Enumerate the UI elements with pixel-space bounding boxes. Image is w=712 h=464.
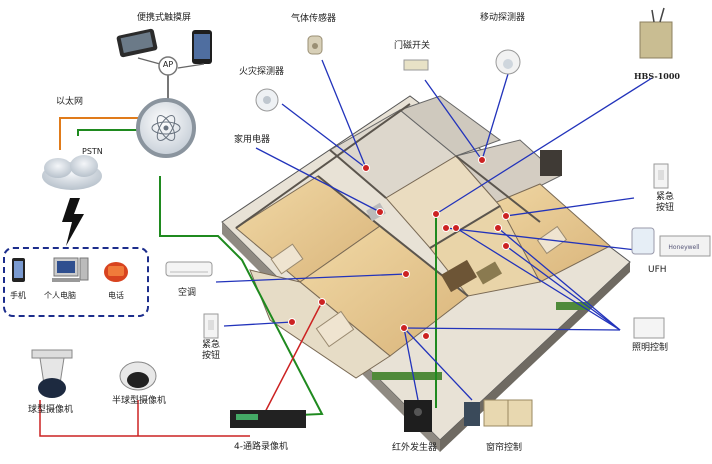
hbs-label: HBS-1000 bbox=[634, 72, 680, 81]
emergency-button-right-label: 紧急 按钮 bbox=[655, 192, 675, 214]
door-magnet-device bbox=[404, 60, 428, 70]
internet-cloud bbox=[42, 155, 102, 190]
ir-emitter-device bbox=[404, 400, 432, 432]
half-dome-camera-device bbox=[120, 362, 156, 390]
ufh-label: UFH bbox=[648, 266, 667, 276]
client-devices-box bbox=[3, 247, 149, 317]
dome-camera-label: 球型摄像机 bbox=[28, 406, 73, 416]
central-hub bbox=[138, 100, 194, 156]
fire-detector-device bbox=[256, 89, 278, 111]
lighting-label: 照明控制 bbox=[632, 344, 668, 354]
dvr-device bbox=[230, 410, 306, 428]
svg-text:Honeywell: Honeywell bbox=[668, 244, 699, 251]
lighting-control-device bbox=[634, 318, 664, 338]
floor-plan bbox=[222, 96, 630, 452]
emergency-button-left bbox=[204, 314, 218, 338]
curtain-label: 窗帘控制 bbox=[486, 444, 522, 454]
dome-camera-device bbox=[32, 350, 72, 398]
pstn-label: PSTN bbox=[82, 148, 103, 157]
gas-sensor-device bbox=[308, 36, 322, 54]
dvr-label: 4-通路录像机 bbox=[234, 443, 288, 453]
ethernet-label: 以太网 bbox=[56, 98, 83, 108]
ir-emitter-label: 红外发生器 bbox=[392, 444, 437, 454]
aircon-label: 空调 bbox=[178, 289, 196, 299]
ufh-device: Honeywell bbox=[632, 228, 710, 256]
lightning-icon bbox=[62, 198, 84, 246]
aircon-device bbox=[166, 262, 212, 276]
gas-detector-label: 气体传感器 bbox=[291, 15, 336, 25]
half-dome-camera-label: 半球型摄像机 bbox=[112, 397, 166, 407]
ap-label: AP bbox=[163, 61, 173, 70]
fire-detector-label: 火灾探测器 bbox=[239, 68, 284, 78]
motion-detector-label: 移动探测器 bbox=[480, 14, 525, 24]
touchscreen-label: 便携式触摸屏 bbox=[137, 14, 191, 24]
motion-detector-device bbox=[496, 50, 520, 74]
appliance-label: 家用电器 bbox=[234, 136, 270, 146]
door-magnet-label: 门磁开关 bbox=[394, 42, 430, 52]
emergency-button-left-label: 紧急 按钮 bbox=[200, 340, 222, 362]
emergency-button-right bbox=[654, 164, 668, 188]
curtain-control-device bbox=[464, 400, 532, 426]
hbs-controller bbox=[640, 8, 672, 58]
